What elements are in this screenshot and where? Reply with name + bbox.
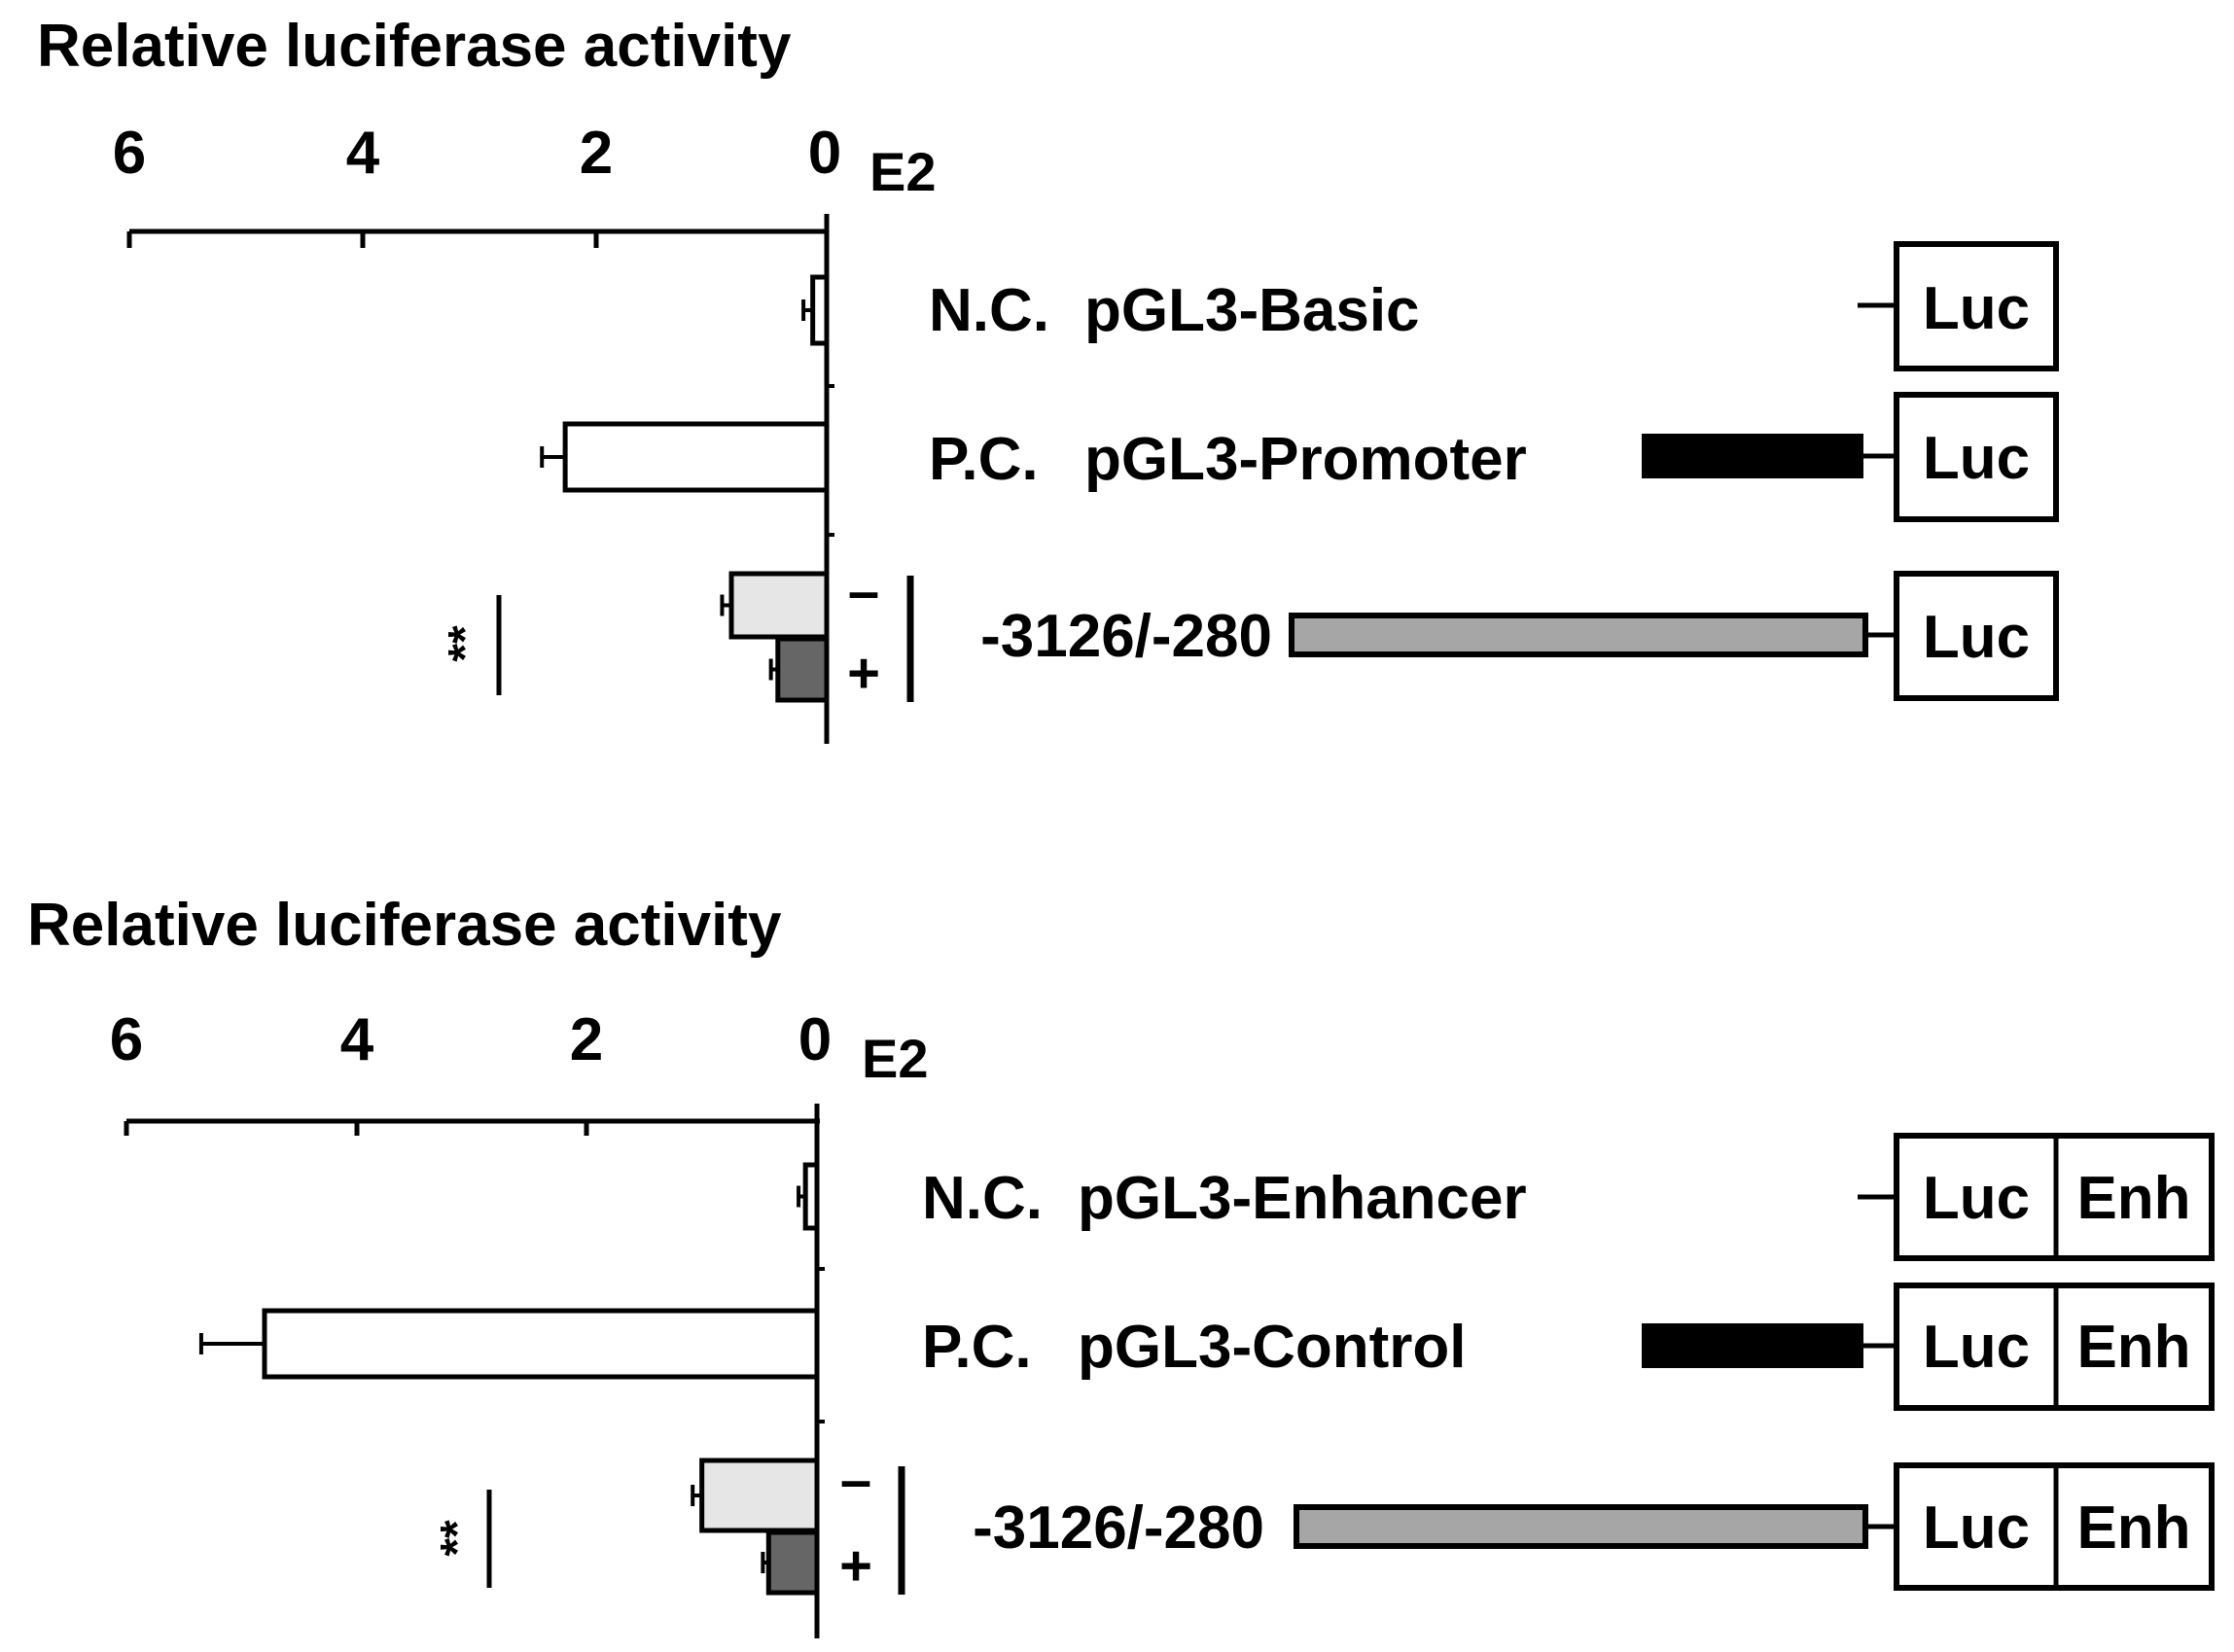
- panel-1-tick-label: 6: [113, 120, 146, 187]
- panel-2-sign-plus: +: [839, 1534, 872, 1598]
- panel-2-title: Relative luciferase activity: [27, 892, 782, 959]
- panel-1-significance-label: **: [440, 625, 491, 662]
- panel-2-pc-luc-label: Luc: [1923, 1314, 2030, 1381]
- panel-1-pc-luc-box: [1894, 392, 2059, 522]
- panel-2-test-luc-label: Luc: [1923, 1494, 2030, 1562]
- panel-2-pc-type: P.C.: [922, 1314, 1032, 1381]
- panel-1-nc-luc-box: [1894, 241, 2059, 371]
- panel-1: Relative luciferase activity 6 4 2 0 E2 …: [37, 13, 2059, 744]
- panel-1-tick-label: 0: [808, 120, 841, 187]
- panel-2-tick-label: 4: [340, 1006, 374, 1073]
- panel-2-bar-nc: [802, 1162, 820, 1231]
- panel-2-tick-label: 6: [110, 1006, 143, 1073]
- panel-1-bar-e2-plus: [775, 636, 830, 703]
- panel-1-nc-luc-label: Luc: [1923, 275, 2030, 342]
- panel-1-test-insert: [1289, 613, 1868, 657]
- panel-2-pc-name: pGL3-Control: [1078, 1314, 1467, 1381]
- panel-1-bar-nc: [810, 274, 830, 346]
- panel-2-significance-label: **: [432, 1520, 483, 1557]
- panel-1-sign-plus: +: [847, 642, 880, 705]
- panel-2-nc-enh-label: Enh: [2076, 1165, 2190, 1232]
- panel-2-sv40-insert: [1642, 1323, 1863, 1368]
- panel-2-tick-label: 0: [798, 1006, 832, 1073]
- panel-1-bar-e2-minus: [728, 571, 830, 640]
- panel-1-sign-minus: –: [848, 560, 879, 623]
- panel-1-nc-type: N.C.: [929, 277, 1049, 344]
- panel-1-pc-luc-label: Luc: [1923, 425, 2030, 492]
- panel-2-test-enh-label: Enh: [2076, 1494, 2190, 1562]
- panel-2-nc-type: N.C.: [922, 1165, 1043, 1232]
- panel-1-condition-label: E2: [869, 141, 937, 202]
- panel-2-nc-name: pGL3-Enhancer: [1078, 1165, 1527, 1232]
- panel-2-test-insert: [1294, 1504, 1868, 1549]
- panel-1-nc-name: pGL3-Basic: [1084, 277, 1420, 344]
- panel-2-bar-e2-minus: [699, 1458, 820, 1533]
- panel-2-nc-luc-label: Luc: [1923, 1165, 2030, 1232]
- panel-1-test-name: -3126/-280: [980, 603, 1272, 670]
- panel-2-tick-label: 2: [570, 1006, 603, 1073]
- panel-1-promoter-insert: [1642, 434, 1863, 478]
- panel-2-bar-e2-plus: [765, 1529, 820, 1596]
- panel-2-pc-enh-label: Enh: [2076, 1314, 2190, 1381]
- panel-1-title: Relative luciferase activity: [37, 13, 792, 80]
- panel-2-condition-label: E2: [862, 1028, 929, 1089]
- panel-2-test-name: -3126/-280: [973, 1494, 1264, 1562]
- panel-2-bar-pc: [262, 1308, 820, 1380]
- panel-1-pc-name: pGL3-Promoter: [1084, 426, 1527, 493]
- panel-2-sign-minus: –: [840, 1449, 871, 1512]
- panel-1-pc-type: P.C.: [929, 426, 1039, 493]
- panel-1-bar-pc: [562, 421, 830, 493]
- panel-2: Relative luciferase activity 6 4 2 0 E2 …: [27, 892, 2215, 1638]
- panel-1-test-luc-box: [1894, 571, 2059, 701]
- panel-1-test-luc-label: Luc: [1923, 604, 2030, 671]
- panel-1-tick-label: 4: [346, 120, 380, 187]
- panel-1-tick-label: 2: [580, 120, 613, 187]
